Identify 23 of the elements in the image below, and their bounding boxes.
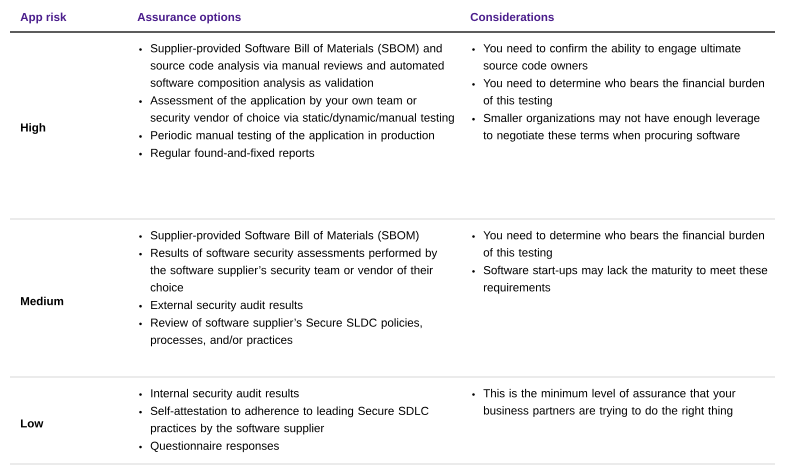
bullet-point: Periodic manual testing of the application in production	[139, 130, 434, 142]
bullet-point: Supplier-provided Software Bill of Materials (SBOM) and source code analysis via manual reviews and automated software composition analysis as validation	[139, 44, 444, 90]
bullet-point: Results of software security assessments performed by the software supplier’s security team or vendor of their choice	[139, 248, 438, 292]
risk-level: Low	[21, 419, 44, 428]
bullet-point: You need to determine who bears the financial burden of this testing	[472, 78, 764, 107]
bullet-point: Assessment of the application by your own team or security vendor of choice via static/dynamic/manual testing	[139, 96, 454, 124]
bullet-point: Review of software supplier’s Secure SLDC policies, processes, and/or practices	[139, 318, 422, 346]
column-heading: Considerations	[470, 12, 554, 22]
column-heading: Assurance options	[138, 12, 241, 24]
bullet-point: Self-attestation to adherence to leading Secure SDLC practices by the software supplier	[139, 406, 429, 435]
bullet-point: Regular found-and-fixed reports	[139, 148, 314, 160]
bullet-point: Internal security audit results	[139, 388, 299, 400]
bullet-point: You need to confirm the ability to engage ultimate source code owners	[472, 44, 740, 70]
bullet-point: Supplier-provided Software Bill of Materials (SBOM)	[139, 230, 419, 242]
bullet-point: External security audit results	[139, 300, 303, 312]
bullet-point: Smaller organizations may not have enough leverage to negotiate these terms when procuring software	[472, 114, 760, 142]
column-heading: App risk	[20, 12, 66, 24]
bullet-point: Questionnaire responses	[139, 441, 279, 452]
bullet-point: This is the minimum level of assurance that your business partners are trying to do the right thing	[472, 388, 736, 417]
bullet-point: Software start-ups may lack the maturity to meet these requirements	[472, 266, 768, 294]
bullet-point: You need to determine who bears the financial burden of this testing	[472, 230, 764, 259]
risk-level: High	[21, 123, 46, 134]
risk-level: Medium	[21, 296, 64, 306]
